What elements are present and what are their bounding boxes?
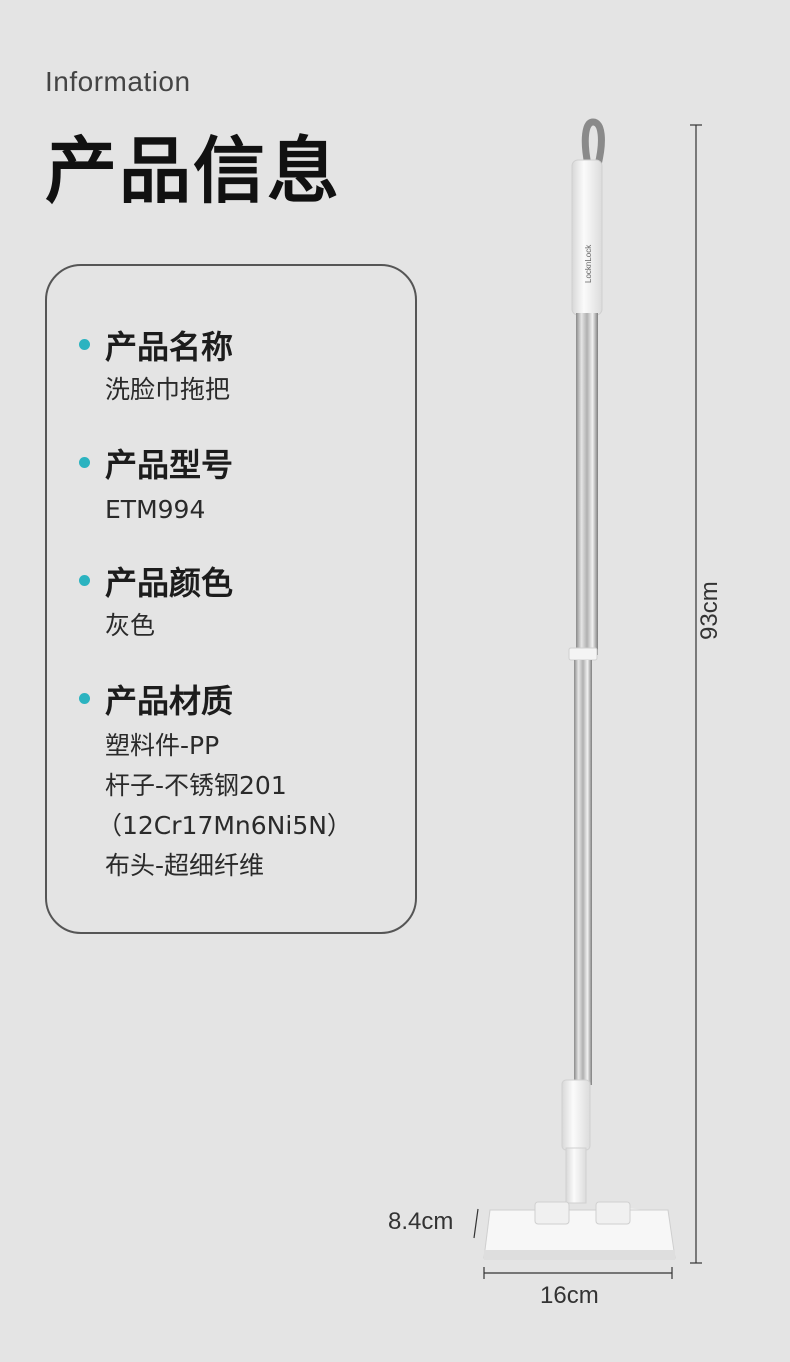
depth-dimension-label: 8.4cm <box>388 1208 454 1235</box>
page-title: 产品信息 <box>45 129 342 213</box>
bullet-dot <box>79 339 90 350</box>
spec-label: 产品材质 <box>105 682 234 720</box>
lower-sleeve <box>561 1079 591 1151</box>
spec-card: 产品名称 洗脸巾拖把 产品型号 ETM994 产品颜色 灰色 产品材质 塑料件-… <box>45 264 417 934</box>
spec-value-line: 塑料件-PP <box>105 731 220 760</box>
eyebrow-text: Information <box>45 66 191 97</box>
pole-lower <box>574 660 592 1085</box>
spec-label: 产品名称 <box>105 328 234 366</box>
depth-dim-line <box>473 1208 479 1239</box>
mop-pad-edge <box>484 1250 675 1260</box>
spec-value-line: 杆子-不锈钢201 <box>105 771 287 800</box>
spec-value: 灰色 <box>105 611 156 640</box>
brand-mark: LocknLock <box>584 244 593 283</box>
hang-loop-icon <box>581 118 605 166</box>
spec-label: 产品型号 <box>105 446 234 484</box>
width-dimension-label: 16cm <box>540 1282 599 1309</box>
spec-label: 产品颜色 <box>105 564 234 602</box>
bullet-dot <box>79 693 90 704</box>
spec-value-line: 布头-超细纤维 <box>105 851 265 880</box>
height-dimension-label: 93cm <box>696 581 723 640</box>
spec-value: ETM994 <box>105 495 206 524</box>
mop-clip-left <box>534 1201 570 1225</box>
pole-joint <box>568 647 598 661</box>
neck <box>565 1147 587 1204</box>
spec-value-line: （12Cr17Mn6Ni5N） <box>97 811 352 840</box>
handle-grip <box>571 159 603 316</box>
mop-clip-right <box>595 1201 631 1225</box>
spec-value: 洗脸巾拖把 <box>105 375 231 404</box>
bullet-dot <box>79 575 90 586</box>
pole-upper <box>576 313 598 655</box>
bullet-dot <box>79 457 90 468</box>
